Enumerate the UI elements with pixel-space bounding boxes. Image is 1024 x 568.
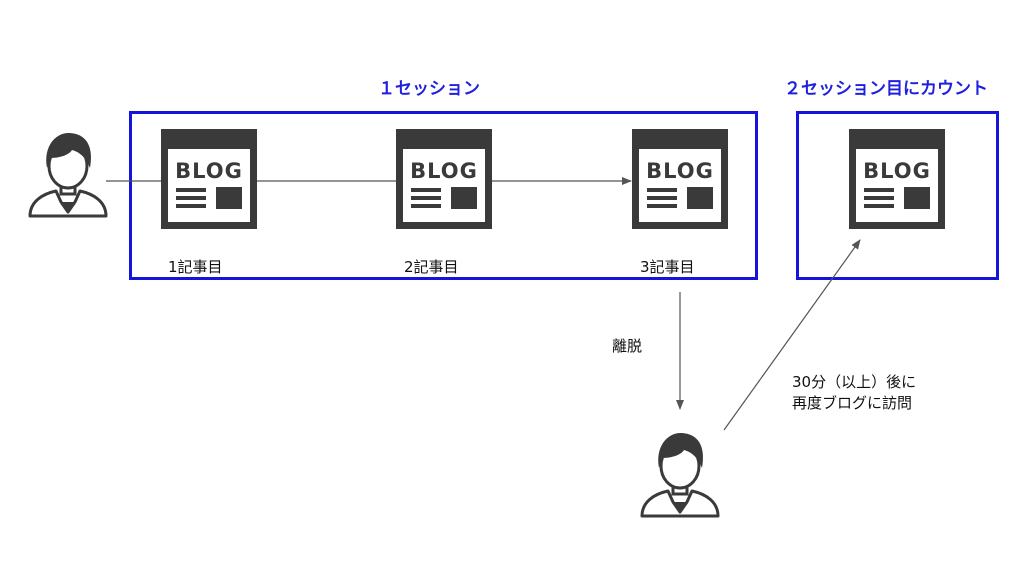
blog-page-icon [632,129,728,229]
page-3-caption: 3記事目 [640,258,695,276]
revisit-note: 30分（以上）後に 再度ブログに訪問 [792,372,916,414]
page-1-caption: 1記事目 [168,258,223,276]
revisit-note-line-1: 30分（以上）後に [792,373,917,391]
blog-page-icon [396,129,492,229]
user-icon [28,131,108,218]
user-icon [640,431,720,518]
page-2-caption: 2記事目 [404,258,459,276]
blog-page-icon [161,129,257,229]
session-2-heading: ２セッション目にカウント [784,79,988,99]
session-2-box [796,111,999,280]
session-1-heading: １セッション [378,79,480,99]
blog-page-icon [849,129,945,229]
revisit-note-line-2: 再度ブログに訪問 [792,394,913,412]
session-1-box [129,111,758,280]
exit-label: 離脱 [612,337,643,355]
